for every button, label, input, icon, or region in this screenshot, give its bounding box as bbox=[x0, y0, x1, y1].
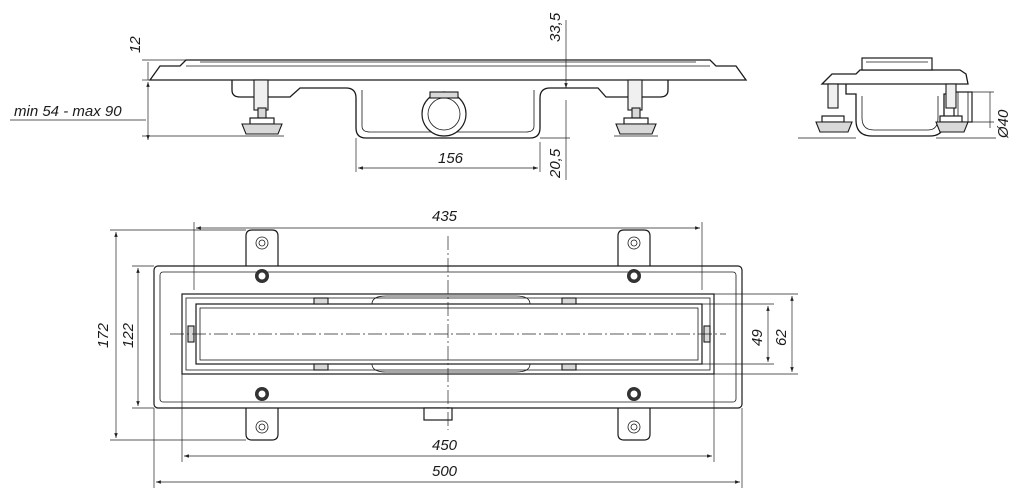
end-left-foot bbox=[798, 83, 856, 139]
dim-total-height: 33,5 bbox=[547, 12, 564, 42]
mount-tab-top-right bbox=[617, 229, 651, 266]
top-view: 435 172 122 49 62 450 500 bbox=[95, 208, 798, 488]
dim-frame-length: 450 bbox=[432, 437, 458, 454]
end-right-foot bbox=[935, 83, 996, 139]
end-grate bbox=[861, 57, 933, 71]
screw-top-right bbox=[627, 269, 641, 283]
dim-grate-width: 49 bbox=[749, 329, 766, 346]
side-right-foot bbox=[614, 79, 658, 137]
dim-total-width: 172 bbox=[95, 322, 112, 348]
dim-channel-width: 62 bbox=[773, 329, 790, 346]
side-left-foot bbox=[240, 79, 284, 137]
end-view: Ø40 bbox=[798, 57, 1012, 139]
dim-outlet-diameter: Ø40 bbox=[995, 109, 1012, 139]
side-outlet bbox=[421, 91, 467, 137]
side-channel-body bbox=[231, 80, 669, 139]
screw-bottom-right bbox=[627, 387, 641, 401]
dim-total-length: 500 bbox=[432, 463, 458, 480]
dim-flange-thickness: 12 bbox=[127, 36, 144, 53]
side-flange bbox=[148, 59, 748, 81]
outlet-stub bbox=[423, 407, 453, 421]
mount-tab-top-left bbox=[245, 229, 279, 266]
mount-tab-bottom-left bbox=[245, 408, 279, 441]
mount-tab-bottom-right bbox=[617, 408, 651, 441]
dim-outlet-height: 20,5 bbox=[547, 148, 564, 179]
screw-bottom-left bbox=[255, 387, 269, 401]
dim-outlet-width: 156 bbox=[438, 150, 464, 167]
screw-top-left bbox=[255, 269, 269, 283]
dim-adjust-range: min 54 - max 90 bbox=[14, 103, 122, 120]
end-flange bbox=[820, 69, 969, 85]
side-view: 12 33,5 20,5 156 min 54 - max 90 bbox=[10, 12, 748, 180]
dim-frame-width: 122 bbox=[120, 322, 137, 348]
dim-mount-spacing: 435 bbox=[432, 208, 458, 225]
